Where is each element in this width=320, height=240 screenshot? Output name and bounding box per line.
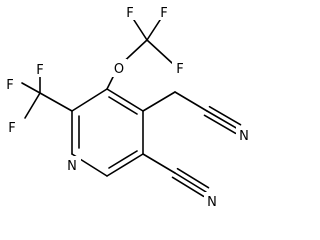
bond-ring-cn-triple-2	[176, 167, 210, 189]
atom-f-top-right: F	[156, 3, 171, 21]
atom-f-cf3-bottom: F	[4, 118, 19, 136]
atom-o-ether: O	[111, 59, 127, 77]
bond-ring-cn-triple-3	[171, 176, 205, 198]
bond-layer	[21, 16, 242, 198]
bond-cn-triple-2	[208, 105, 242, 126]
bond-cf3-c-f-top-left	[131, 16, 148, 41]
atom-label-f: F	[36, 63, 43, 78]
bond-cf3-c-f-right	[146, 39, 173, 64]
atom-label-f: F	[126, 6, 133, 21]
bond-ring-c2-c3	[71, 88, 108, 112]
atom-n-nitrile-ch2: N	[236, 126, 253, 144]
bond-ring-c3-c4-inner	[108, 96, 138, 115]
atom-label-n: N	[207, 195, 217, 210]
atom-n-nitrile-ring: N	[204, 192, 221, 210]
atom-label-f: F	[160, 6, 167, 21]
bond-cn-triple-3	[203, 114, 237, 135]
bond-cf3-f-bottom	[24, 92, 41, 119]
bond-ring-c3-c4	[106, 88, 144, 112]
atom-label-f: F	[6, 78, 13, 93]
atom-label-n: N	[239, 129, 249, 144]
bond-cf3-f-left	[21, 82, 41, 94]
atom-f-top-left: F	[123, 3, 138, 21]
bond-c4-ch2	[142, 91, 176, 112]
atom-n-ring: N	[64, 156, 81, 174]
bond-ch2-cn	[174, 91, 208, 112]
bond-cn-triple-1	[206, 110, 239, 130]
atom-label-o: O	[114, 62, 124, 77]
atom-f-right: F	[172, 60, 187, 77]
atom-label-f: F	[8, 121, 15, 136]
bond-ring-c5-c6-inner	[108, 150, 138, 169]
atom-label-n: N	[67, 159, 77, 174]
bond-cf3-c-f-top-right	[146, 16, 163, 41]
atom-label-layer: F F F O F F F N	[2, 3, 253, 210]
bond-ring-cn-triple-1	[174, 172, 207, 193]
atom-label-f: F	[176, 62, 183, 77]
bond-c5-cn	[142, 153, 176, 174]
atom-f-cf3-top: F	[33, 60, 48, 78]
bond-c2-cf3	[39, 92, 73, 112]
molecule-structure-diagram: F F F O F F F N	[2, 3, 253, 210]
atom-f-cf3-left: F	[2, 75, 17, 93]
bond-ring-c5-c6	[106, 153, 144, 177]
